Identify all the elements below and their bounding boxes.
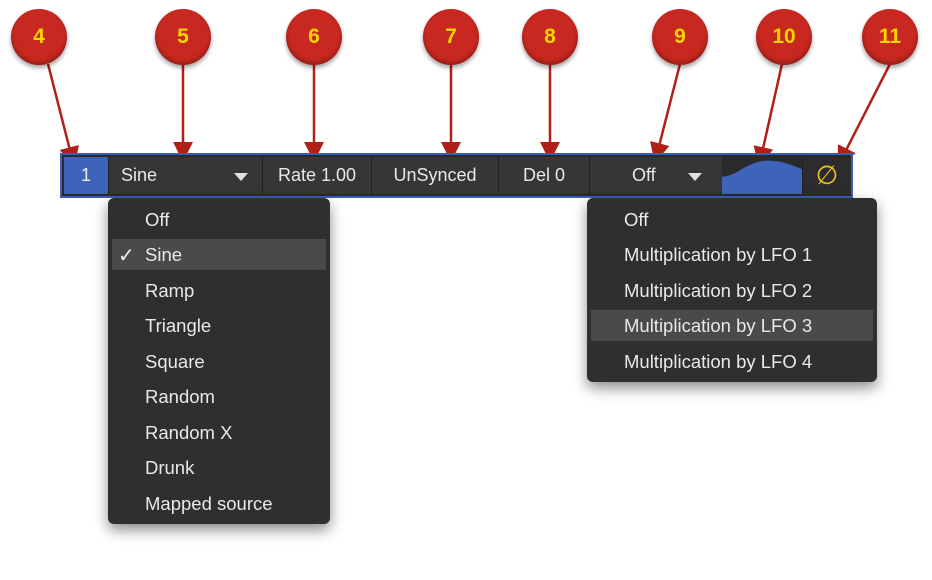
checkmark-icon: ✓	[118, 245, 135, 267]
callout-6: 6	[286, 9, 342, 65]
multiply-menu: Off Multiplication by LFO 1 Multiplicati…	[587, 198, 877, 382]
waveform-value: Sine	[121, 165, 158, 185]
menu-item-drunk[interactable]: Drunk	[145, 456, 195, 478]
waveform-menu: Off ✓ Sine Ramp Triangle Square Random R…	[108, 198, 330, 524]
menu-item-multiply-lfo-2[interactable]: Multiplication by LFO 2	[624, 279, 813, 301]
callout-4: 4	[11, 9, 67, 65]
menu-item-off[interactable]: Off	[145, 208, 170, 230]
divider	[498, 157, 499, 194]
menu-item-multiply-lfo-4[interactable]: Multiplication by LFO 4	[624, 350, 813, 372]
menu-item-sine[interactable]: ✓ Sine	[112, 239, 326, 270]
menu-item-multiply-off[interactable]: Off	[624, 208, 649, 230]
divider	[802, 157, 803, 194]
phase-invert-button[interactable]: ∅	[803, 157, 851, 194]
divider	[262, 157, 263, 194]
menu-item-multiply-lfo-3[interactable]: Multiplication by LFO 3	[591, 310, 873, 341]
chevron-down-icon	[688, 173, 702, 181]
menu-item-multiply-lfo-1[interactable]: Multiplication by LFO 1	[624, 243, 813, 265]
chevron-down-icon	[234, 173, 248, 181]
divider	[371, 157, 372, 194]
menu-item-random[interactable]: Random	[145, 385, 215, 407]
sync-toggle[interactable]: UnSynced	[372, 157, 498, 194]
rate-field[interactable]: Rate 1.00	[263, 157, 371, 194]
callout-7: 7	[423, 9, 479, 65]
delay-field[interactable]: Del 0	[499, 157, 589, 194]
menu-item-triangle[interactable]: Triangle	[145, 314, 212, 336]
menu-item-mapped-source[interactable]: Mapped source	[145, 492, 273, 514]
divider	[589, 157, 590, 194]
multiply-value: Off	[632, 165, 656, 185]
multiply-dropdown[interactable]: Off	[590, 157, 722, 194]
waveform-dropdown[interactable]: Sine	[109, 157, 262, 194]
menu-item-square[interactable]: Square	[145, 350, 205, 372]
waveform-shape-icon	[722, 157, 802, 194]
divider	[108, 157, 109, 194]
callout-9: 9	[652, 9, 708, 65]
lfo-number-button[interactable]: 1	[64, 157, 108, 194]
callout-8: 8	[522, 9, 578, 65]
phase-invert-icon: ∅	[815, 160, 839, 190]
callout-11: 11	[862, 9, 918, 65]
waveform-preview[interactable]	[722, 157, 802, 194]
menu-item-ramp[interactable]: Ramp	[145, 279, 195, 301]
menu-item-random-x[interactable]: Random X	[145, 421, 233, 443]
callout-5: 5	[155, 9, 211, 65]
lfo-toolbar: 1 Sine Rate 1.00 UnSynced Del 0 Off ∅	[60, 153, 853, 198]
callout-10: 10	[756, 9, 812, 65]
